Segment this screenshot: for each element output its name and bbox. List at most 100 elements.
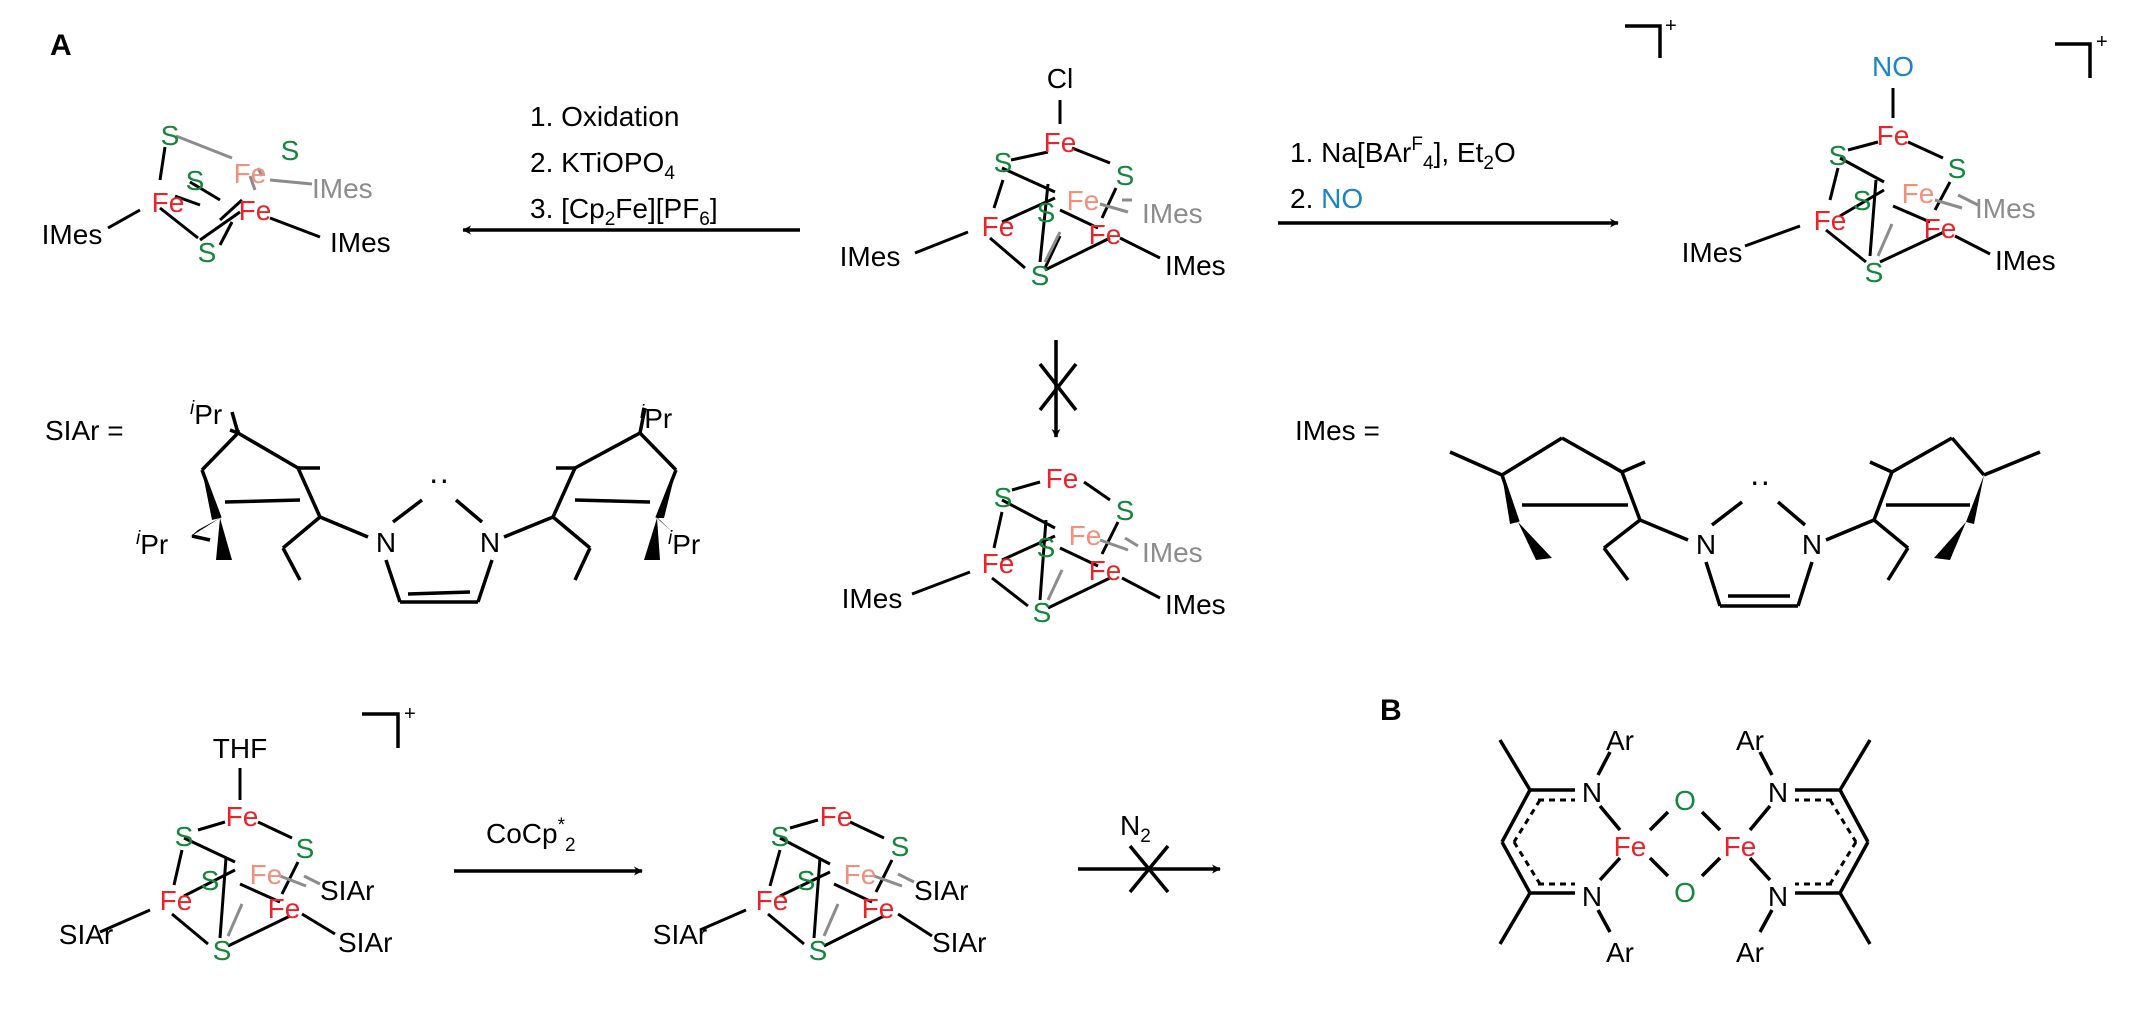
cluster-fe4s4-siar: Fe S S Fe S Fe Fe S SIAr SIAr SIAr xyxy=(653,801,987,966)
ligand-imes: IMes xyxy=(1165,250,1226,281)
carbene-lone-pair: ·· xyxy=(428,461,449,497)
ligand-imes-back: IMes xyxy=(312,173,373,204)
atom-s: S xyxy=(296,833,315,864)
atom-fe-top: Fe xyxy=(1046,463,1079,494)
ligand-imes: IMes xyxy=(1165,589,1226,620)
atom-s: S xyxy=(994,482,1013,513)
substituent-ipr: iPr xyxy=(190,398,222,430)
condition-cocp2: CoCp*2 xyxy=(486,815,576,856)
atom-n: N xyxy=(1802,529,1822,560)
substituent-ipr: iPr xyxy=(640,402,672,434)
ligand-imes: IMes xyxy=(42,219,103,250)
atom-s: S xyxy=(1037,532,1056,563)
charge-plus: + xyxy=(404,703,416,725)
charge-bracket xyxy=(362,24,2092,748)
substituent-ar: Ar xyxy=(1606,937,1634,968)
ligand-imes: IMes xyxy=(842,583,903,614)
atom-fe-back: Fe xyxy=(1067,185,1100,216)
ligand-no: NO xyxy=(1872,51,1914,82)
charge-plus: + xyxy=(1665,15,1677,37)
atom-fe-right: Fe xyxy=(268,893,301,924)
charge-plus: + xyxy=(2096,31,2108,53)
atom-fe-left: Fe xyxy=(756,885,789,916)
atom-s: S xyxy=(1865,257,1884,288)
condition-n2: N2 xyxy=(1120,810,1151,847)
atom-s: S xyxy=(1116,160,1135,191)
atom-fe-back: Fe xyxy=(844,859,877,890)
ligand-siar: SIAr xyxy=(320,875,374,906)
condition-ferrocenium: 3. [Cp2Fe][PF6] xyxy=(530,193,718,230)
atom-s: S xyxy=(1033,597,1052,628)
ligand-imes: IMes xyxy=(1995,245,2056,276)
atom-n: N xyxy=(1582,881,1602,912)
atom-s: S xyxy=(1031,260,1050,291)
ligand-imes: IMes xyxy=(840,241,901,272)
ligand-siar: SIAr xyxy=(914,875,968,906)
atom-fe-left: Fe xyxy=(982,548,1015,579)
cluster-fe4s4-neutral: Fe S S Fe S Fe Fe S IMes IMes IMes xyxy=(842,463,1226,628)
condition-nabarf: 1. Na[BArF4], Et2O xyxy=(1290,134,1516,174)
cluster-fe4s4-thf: THF Fe S S Fe S Fe Fe S SIAr SIAr SIAr xyxy=(59,733,393,966)
atom-s: S xyxy=(1948,153,1967,184)
atom-s: S xyxy=(1037,197,1056,228)
ligand-imes-back: IMes xyxy=(1142,537,1203,568)
siar-definition-label: SIAr = xyxy=(45,415,124,446)
substituent-ar: Ar xyxy=(1606,725,1634,756)
blocked-cross-n2 xyxy=(1128,844,1170,894)
imes-definition-label: IMes = xyxy=(1295,415,1380,446)
atom-fe-right: Fe xyxy=(862,893,895,924)
imes-structure: IMes = xyxy=(1295,415,2041,608)
atom-s: S xyxy=(161,120,180,151)
panel-label-b: B xyxy=(1380,694,1402,727)
atom-s: S xyxy=(201,865,220,896)
atom-cl: Cl xyxy=(1047,63,1073,94)
atom-n: N xyxy=(1768,881,1788,912)
atom-fe-top: Fe xyxy=(226,801,259,832)
cluster-fe3s4: S S Fe S Fe Fe S IMes IMes IMes xyxy=(42,120,391,268)
atom-s: S xyxy=(281,135,300,166)
atom-n: N xyxy=(480,527,500,558)
atom-s: S xyxy=(186,165,205,196)
substituent-ar: Ar xyxy=(1736,937,1764,968)
atom-fe-left: Fe xyxy=(152,187,185,218)
ligand-siar: SIAr xyxy=(653,919,707,950)
ligand-imes-back: IMes xyxy=(1975,193,2036,224)
ligand-siar: SIAr xyxy=(932,927,986,958)
atom-s: S xyxy=(1116,495,1135,526)
atom-fe-top: Fe xyxy=(1044,127,1077,158)
atom-fe-top: Fe xyxy=(1877,120,1910,151)
atom-s: S xyxy=(1829,140,1848,171)
ligand-imes: IMes xyxy=(330,227,391,258)
atom-fe-top: Fe xyxy=(820,801,853,832)
condition-oxidation: 1. Oxidation xyxy=(530,101,679,132)
atom-s: S xyxy=(1853,185,1872,216)
ligand-imes-back: IMes xyxy=(1142,198,1203,229)
cluster-fe4s4-no: NO Fe S S Fe S Fe Fe S IMes IMes IMes xyxy=(1682,51,2056,288)
substituent-ipr: iPr xyxy=(136,528,168,560)
carbene-lone-pair: ·· xyxy=(1749,463,1770,499)
atom-s: S xyxy=(797,865,816,896)
blocked-cross-down xyxy=(1038,362,1078,412)
substituent-ipr: iPr xyxy=(668,528,700,560)
atom-fe-back: Fe xyxy=(250,859,283,890)
panel-label-a: A xyxy=(50,29,72,62)
atom-s: S xyxy=(213,935,232,966)
atom-fe-left: Fe xyxy=(982,211,1015,242)
atom-s: S xyxy=(771,821,790,852)
atom-fe-right: Fe xyxy=(239,195,272,226)
atom-s: S xyxy=(891,831,910,862)
ligand-siar: SIAr xyxy=(338,927,392,958)
atom-s: S xyxy=(198,237,217,268)
atom-s: S xyxy=(994,147,1013,178)
atom-fe-left: Fe xyxy=(1814,205,1847,236)
atom-o: O xyxy=(1674,785,1696,816)
atom-o: O xyxy=(1674,877,1696,908)
ligand-imes: IMes xyxy=(1682,237,1743,268)
atom-fe-back: Fe xyxy=(1069,520,1102,551)
substituent-ar: Ar xyxy=(1736,725,1764,756)
diiron-bis-oxo-complex: N N N N Ar Ar Ar Ar Fe Fe O O xyxy=(1498,725,1872,968)
atom-fe-back: Fe xyxy=(1902,178,1935,209)
condition-ktiopo4: 2. KTiOPO4 xyxy=(530,147,675,184)
condition-no: 2. NO xyxy=(1290,183,1363,214)
